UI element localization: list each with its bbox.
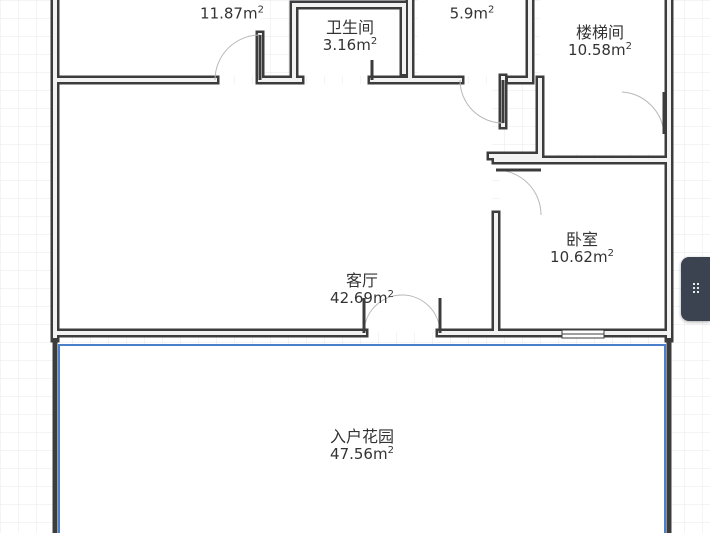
room-label[interactable]: 11.87m2: [200, 5, 264, 22]
room-area: 10.62m2: [550, 248, 614, 267]
room-label[interactable]: 入户花园 47.56m2: [329, 427, 395, 464]
doors: [214, 34, 666, 334]
room-area: 42.69m2: [330, 289, 394, 308]
room-label[interactable]: 卫生间 3.16m2: [322, 18, 378, 55]
room-area: 10.58m2: [568, 41, 632, 60]
walls: [50, 0, 674, 533]
room-label[interactable]: 客厅 42.69m2: [330, 271, 394, 308]
selected-room-outline: [58, 344, 666, 533]
room-label[interactable]: 5.9m2: [450, 5, 495, 22]
grip-dots-icon: [692, 283, 699, 295]
window: [561, 329, 605, 339]
room-name: 楼梯间: [575, 23, 625, 43]
room-floors: [60, 0, 664, 533]
room-name: 客厅: [345, 271, 379, 291]
room-name: 卧室: [565, 230, 599, 250]
room-label[interactable]: 卧室 10.62m2: [550, 230, 614, 267]
room-name: 入户花园: [329, 427, 395, 447]
room-area: 3.16m2: [322, 36, 378, 55]
side-panel-handle[interactable]: [681, 257, 710, 321]
room-area: 47.56m2: [330, 445, 394, 464]
room-label[interactable]: 楼梯间 10.58m2: [568, 23, 632, 60]
room-name: 卫生间: [325, 18, 374, 38]
room-area: 11.87m2: [200, 4, 264, 23]
room-area: 5.9m2: [449, 4, 495, 23]
